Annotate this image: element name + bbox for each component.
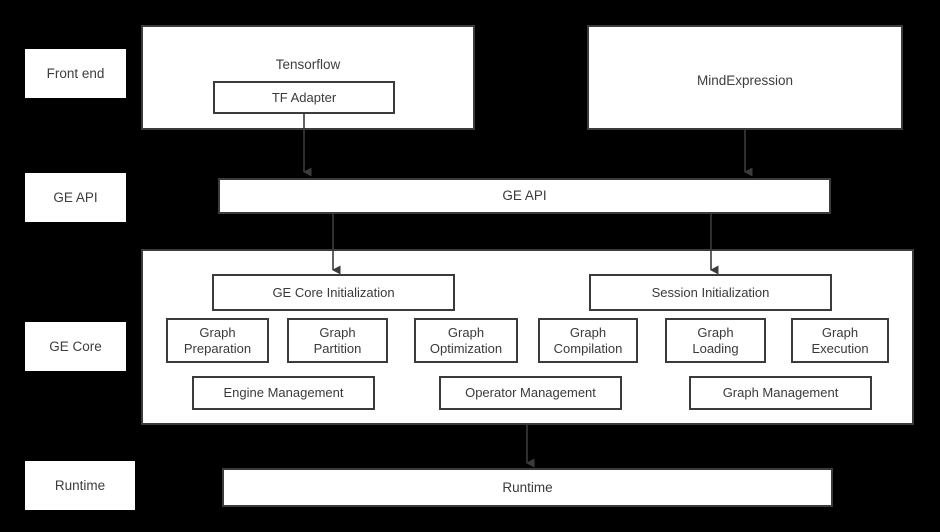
layer-label-runtime: Runtime [25,461,135,510]
layer-label-ge-core-text: GE Core [49,338,102,354]
tensorflow-title: Tensorflow [275,57,341,72]
layer-label-ge-api-text: GE API [53,189,98,205]
layer-label-front-end-text: Front end [46,65,105,81]
session-initialization-box[interactable]: Session Initialization [589,274,832,311]
session-initialization-label: Session Initialization [651,284,770,300]
ge-api-bar-label: GE API [502,188,547,204]
ge-core-initialization-label: GE Core Initialization [272,284,395,300]
engine-management-label: Engine Management [223,385,344,401]
mindexpression-title: MindExpression [696,73,794,88]
layer-label-ge-core: GE Core [25,322,126,371]
ge-api-bar[interactable]: GE API [218,178,831,214]
tf-adapter-box[interactable]: TF Adapter [213,81,395,114]
layer-label-ge-api: GE API [25,173,126,222]
layer-label-runtime-text: Runtime [54,477,106,493]
graph-management-label: Graph Management [722,385,839,401]
layer-label-front-end: Front end [25,49,126,98]
graph-management-box[interactable]: Graph Management [689,376,872,410]
runtime-bar[interactable]: Runtime [222,468,833,507]
operator-management-box[interactable]: Operator Management [439,376,622,410]
tf-adapter-label: TF Adapter [271,89,337,105]
runtime-bar-label: Runtime [502,479,553,495]
ge-core-initialization-box[interactable]: GE Core Initialization [212,274,455,311]
engine-management-box[interactable]: Engine Management [192,376,375,410]
mindexpression-container: MindExpression [587,25,903,130]
operator-management-label: Operator Management [465,385,596,401]
